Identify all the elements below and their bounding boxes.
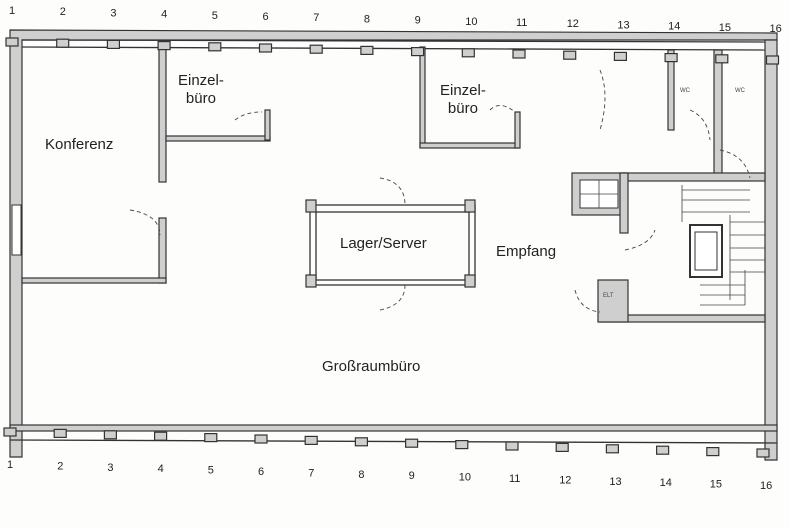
axis-label: 16 [770, 23, 782, 35]
axis-label: 13 [609, 476, 621, 488]
column-pier [254, 434, 268, 444]
column-pier [208, 42, 222, 52]
column-pier [765, 55, 780, 65]
column-pier [157, 40, 171, 51]
column-pier [706, 447, 720, 457]
column-pier [664, 52, 678, 63]
axis-label: 14 [668, 21, 680, 33]
walls [9, 29, 778, 461]
axis-label: 9 [415, 15, 421, 27]
axis-label: 8 [364, 13, 370, 25]
column-pier [204, 433, 218, 443]
door-swings [129, 69, 751, 313]
axis-label: 7 [313, 12, 319, 24]
axis-label: 13 [617, 19, 629, 31]
axis-label: 3 [107, 462, 113, 474]
room-label-elt: ELT [603, 293, 614, 299]
axis-label: 4 [158, 463, 164, 475]
axis-label: 2 [57, 460, 63, 472]
axis-label: 5 [208, 465, 214, 477]
room-label-einzelbuero-2: Einzel- büro [440, 82, 486, 117]
column-pier [405, 438, 419, 448]
axis-label: 11 [509, 473, 520, 485]
axis-label: 3 [110, 7, 116, 19]
column-pier [505, 441, 519, 451]
column-pier [5, 37, 19, 47]
column-pier [258, 43, 273, 53]
axis-label: 6 [263, 11, 269, 23]
axis-label: 10 [459, 472, 471, 484]
room-label-einzelbuero-1: Einzel- büro [178, 72, 224, 107]
column-pier [154, 431, 168, 441]
column-pier [461, 48, 475, 58]
axis-label: 12 [559, 474, 571, 486]
column-pier [103, 430, 118, 440]
axis-label: 7 [308, 467, 314, 479]
room-label-wc-1: WC [680, 88, 690, 94]
column-pier [613, 51, 628, 62]
column-pier [605, 444, 620, 454]
column-pier [53, 428, 67, 438]
axis-label: 10 [465, 16, 477, 28]
room-label-grossraumbuero: Großraumbüro [322, 358, 421, 375]
axis-label: 15 [710, 479, 722, 491]
column-pier [555, 442, 569, 452]
column-pier [715, 54, 729, 64]
column-pier [360, 45, 374, 56]
column-pier [304, 435, 318, 445]
axis-label: 12 [567, 18, 579, 30]
axis-label: 8 [358, 469, 364, 481]
axis-label: 15 [719, 22, 731, 34]
axis-label: 1 [9, 5, 15, 17]
room-label-wc-2: WC [735, 88, 745, 94]
axis-label: 11 [516, 17, 527, 29]
column-pier [563, 50, 577, 60]
column-pier [756, 448, 770, 458]
axis-label: 5 [212, 10, 218, 22]
column-pier [354, 437, 368, 447]
room-label-empfang: Empfang [496, 243, 557, 260]
column-pier [106, 39, 121, 50]
room-label-lager-server: Lager/Server [340, 235, 427, 252]
column-pier [455, 440, 469, 450]
room-label-konferenz: Konferenz [45, 136, 114, 153]
axis-label: 16 [760, 480, 772, 492]
axis-label: 2 [60, 6, 66, 18]
axis-label: 9 [409, 470, 415, 482]
column-pier [512, 49, 526, 59]
axis-label: 14 [660, 477, 672, 489]
axis-label: 6 [258, 466, 264, 478]
column-pier [411, 46, 425, 57]
column-pier [309, 44, 323, 54]
column-pier [655, 445, 670, 455]
axis-label: 4 [161, 9, 167, 21]
axis-label: 1 [7, 459, 13, 471]
column-pier [56, 38, 70, 48]
column-pier [3, 427, 17, 437]
